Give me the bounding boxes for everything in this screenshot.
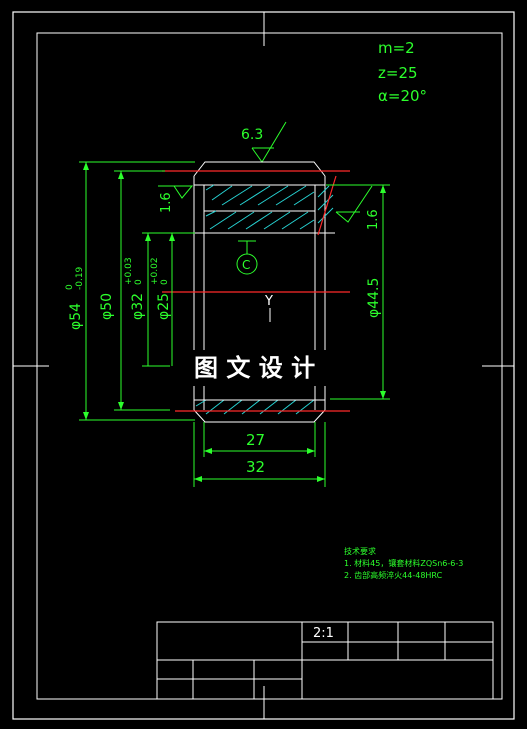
dim-lines-left — [79, 161, 195, 421]
dim-d25: φ25 — [156, 293, 172, 320]
dim-arrows-left — [83, 162, 175, 420]
dim-d32-lower: 0 — [134, 279, 144, 285]
dim-tip-diameter: φ54 — [68, 303, 84, 330]
roughness-top-value: 6.3 — [241, 127, 263, 143]
dim-arrows-bottom — [194, 448, 325, 482]
watermark-backdrop — [186, 350, 356, 386]
gear-teeth: z=25 — [378, 64, 418, 82]
roughness-symbol-left — [158, 185, 194, 199]
dim-d32-upper: +0.03 — [124, 257, 134, 285]
notes-line-2: 2. 齿部高频淬火44-48HRC — [344, 570, 443, 580]
gear-pressure-angle: α=20° — [378, 87, 427, 105]
dim-tip-lower: -0.19 — [75, 266, 85, 290]
gear-module: m=2 — [378, 39, 415, 57]
notes-title: 技术要求 — [344, 546, 376, 556]
section-hatching — [195, 184, 334, 415]
watermark-text: 图 文 设 计 — [194, 354, 315, 382]
dim-tip-upper: 0 — [65, 284, 75, 290]
dim-lines-bottom — [193, 422, 326, 487]
roughness-left-value: 1.6 — [159, 192, 174, 213]
title-block-scale: 2:1 — [313, 626, 334, 641]
dim-d25-upper: +0.02 — [150, 257, 160, 285]
dim-d50: φ50 — [99, 293, 115, 320]
gear-section-lower — [193, 399, 326, 423]
dim-arrows-right — [380, 185, 386, 399]
dim-width-32: 32 — [246, 458, 265, 476]
title-block — [156, 621, 494, 700]
notes-line-1: 1. 材料45，镶套材料ZQSn6-6-3 — [344, 558, 463, 568]
dim-d44: φ44.5 — [366, 278, 382, 318]
roughness-right-value: 1.6 — [366, 209, 381, 230]
datum-c-marker — [236, 240, 258, 275]
dim-d25-lower: 0 — [160, 279, 170, 285]
dim-width-27: 27 — [246, 431, 265, 449]
centering-marks — [13, 12, 514, 719]
dim-lines-right — [326, 184, 390, 400]
dim-d32: φ32 — [130, 293, 146, 320]
datum-c-label: C — [242, 258, 250, 272]
axis-label: Y — [264, 294, 273, 309]
pitch-lines — [162, 170, 350, 412]
